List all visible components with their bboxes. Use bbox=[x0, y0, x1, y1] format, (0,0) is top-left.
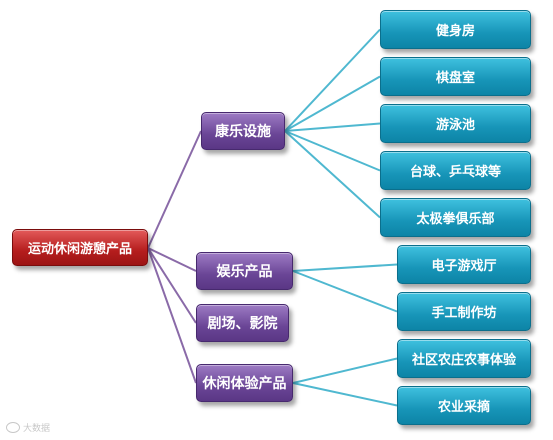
category-node-kangle: 康乐设施 bbox=[201, 112, 285, 150]
watermark-logo-icon bbox=[6, 422, 20, 433]
leaf-connector-line bbox=[284, 130, 381, 219]
leaf-node-label: 太极拳俱乐部 bbox=[416, 212, 495, 227]
leaf-node: 电子游戏厅 bbox=[397, 245, 531, 284]
leaf-node: 农业采摘 bbox=[397, 386, 531, 425]
leaf-node: 太极拳俱乐部 bbox=[380, 198, 531, 237]
leaf-node-label: 台球、乒乓球等 bbox=[409, 165, 501, 180]
leaf-connector-line bbox=[292, 382, 398, 407]
leaf-node: 社区农庄农事体验 bbox=[397, 339, 531, 378]
root-node-label: 运动休闲游憩产品 bbox=[27, 242, 132, 257]
leaf-connector-line bbox=[292, 270, 398, 313]
category-node-label: 剧场、影院 bbox=[207, 316, 278, 332]
leaf-connector-line bbox=[284, 122, 381, 132]
category-node-label: 休闲体验产品 bbox=[202, 376, 287, 392]
leaf-connector-line bbox=[284, 130, 381, 172]
leaf-node-label: 电子游戏厅 bbox=[431, 259, 497, 274]
category-node-xiuxian: 休闲体验产品 bbox=[196, 364, 293, 402]
category-node-juchang: 剧场、影院 bbox=[196, 304, 289, 342]
root-connector-line bbox=[147, 247, 197, 324]
leaf-node-label: 手工制作坊 bbox=[431, 306, 497, 321]
leaf-node: 台球、乒乓球等 bbox=[380, 151, 531, 190]
root-node: 运动休闲游憩产品 bbox=[12, 229, 148, 266]
leaf-node-label: 社区农庄农事体验 bbox=[411, 353, 516, 368]
leaf-connector-line bbox=[292, 357, 398, 384]
category-node-label: 娱乐产品 bbox=[216, 264, 273, 280]
root-connector-line bbox=[147, 247, 197, 272]
leaf-node-label: 农业采摘 bbox=[437, 400, 490, 415]
root-connector-line bbox=[147, 247, 197, 384]
leaf-node-label: 棋盘室 bbox=[435, 71, 475, 86]
leaf-connector-line bbox=[284, 75, 381, 132]
category-node-yule: 娱乐产品 bbox=[196, 252, 293, 290]
leaf-node: 手工制作坊 bbox=[397, 292, 531, 331]
leaf-node-label: 游泳池 bbox=[435, 118, 475, 133]
leaf-connector-line bbox=[284, 28, 381, 132]
leaf-node-label: 健身房 bbox=[435, 24, 475, 39]
leaf-connector-line bbox=[292, 263, 398, 272]
watermark: 大数据 bbox=[6, 421, 50, 434]
category-node-label: 康乐设施 bbox=[215, 124, 271, 140]
leaf-node: 棋盘室 bbox=[380, 57, 531, 96]
leaf-node: 健身房 bbox=[380, 10, 531, 49]
root-connector-line bbox=[147, 130, 202, 249]
watermark-text: 大数据 bbox=[23, 424, 51, 434]
leaf-node: 游泳池 bbox=[380, 104, 531, 143]
